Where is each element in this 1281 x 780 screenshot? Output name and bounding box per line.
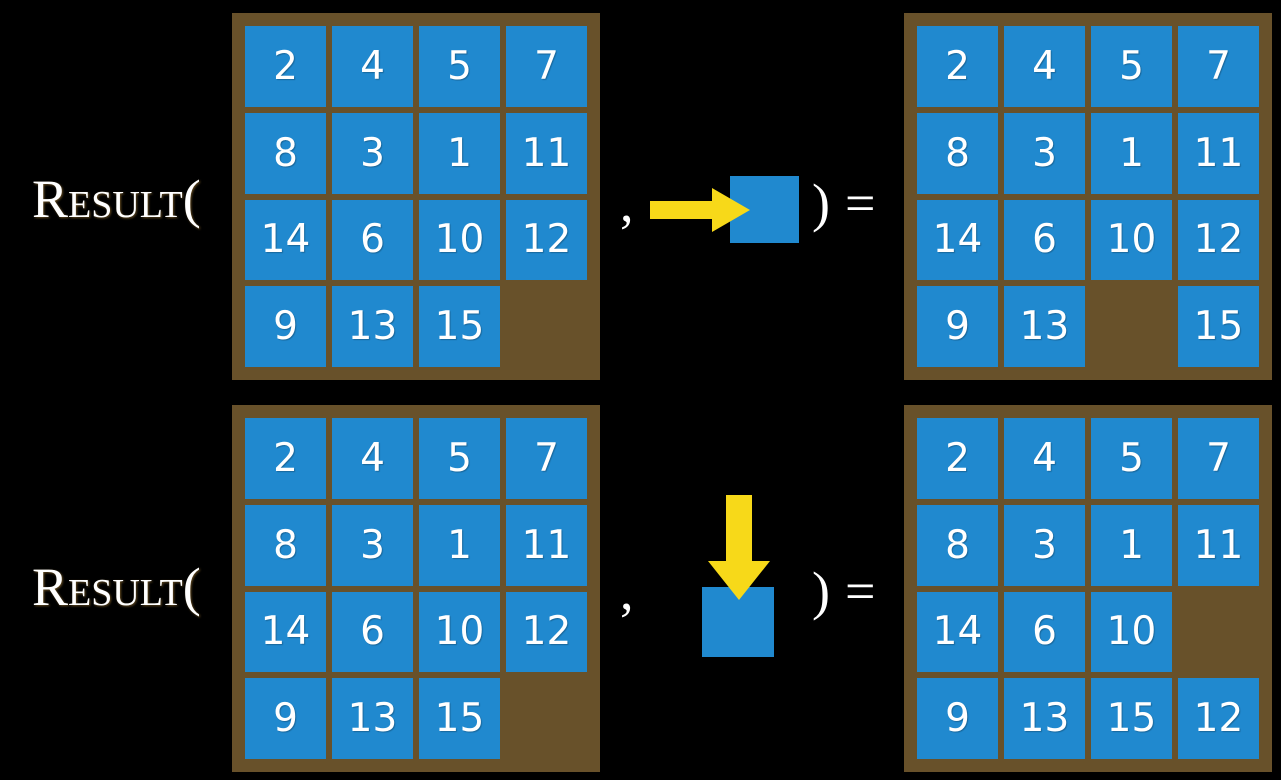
number-tile[interactable]: 13 xyxy=(332,678,413,759)
empty-cell xyxy=(1178,592,1259,673)
number-tile[interactable]: 13 xyxy=(332,286,413,367)
number-tile[interactable]: 14 xyxy=(245,591,326,673)
number-tile[interactable]: 15 xyxy=(1091,678,1172,759)
number-tile[interactable]: 1 xyxy=(419,112,500,194)
number-tile[interactable]: 2 xyxy=(917,418,998,499)
number-tile[interactable]: 3 xyxy=(1004,504,1085,586)
number-tile[interactable]: 10 xyxy=(419,591,500,673)
number-tile[interactable]: 6 xyxy=(332,591,413,673)
number-tile[interactable]: 12 xyxy=(506,199,587,281)
number-tile[interactable]: 15 xyxy=(419,678,500,759)
number-tile[interactable]: 4 xyxy=(1004,26,1085,107)
number-tile[interactable]: 3 xyxy=(332,504,413,586)
close-paren-row2: ) xyxy=(812,561,830,621)
number-tile[interactable]: 9 xyxy=(917,678,998,759)
number-tile[interactable]: 3 xyxy=(1004,112,1085,194)
number-tile[interactable]: 5 xyxy=(419,418,500,499)
number-tile[interactable]: 10 xyxy=(1091,199,1172,281)
number-tile[interactable]: 9 xyxy=(917,286,998,367)
move-illustration-row1 xyxy=(650,160,810,260)
result-function-label-row2: Result( xyxy=(32,557,201,617)
number-tile[interactable]: 15 xyxy=(1178,286,1259,367)
number-tile[interactable]: 4 xyxy=(332,418,413,499)
equals-sign-row2: = xyxy=(845,561,876,621)
number-tile[interactable]: 3 xyxy=(332,112,413,194)
comma-separator-row2: , xyxy=(620,561,634,621)
number-tile[interactable]: 11 xyxy=(1178,112,1259,194)
number-tile[interactable]: 6 xyxy=(332,199,413,281)
number-tile[interactable]: 4 xyxy=(1004,418,1085,499)
number-tile[interactable]: 14 xyxy=(917,199,998,281)
number-tile[interactable]: 9 xyxy=(245,286,326,367)
number-tile[interactable]: 5 xyxy=(1091,418,1172,499)
number-tile[interactable]: 1 xyxy=(419,504,500,586)
number-tile[interactable]: 7 xyxy=(506,418,587,499)
number-tile[interactable]: 12 xyxy=(506,591,587,673)
comma-separator-row1: , xyxy=(620,173,634,233)
number-tile[interactable]: 7 xyxy=(1178,418,1259,499)
number-tile[interactable]: 5 xyxy=(1091,26,1172,107)
result-function-label-row1: Result( xyxy=(32,169,201,229)
arrow-right-icon xyxy=(650,188,750,232)
number-tile[interactable]: 6 xyxy=(1004,199,1085,281)
number-tile[interactable]: 5 xyxy=(419,26,500,107)
number-tile[interactable]: 10 xyxy=(1091,591,1172,673)
number-tile[interactable]: 13 xyxy=(1004,286,1085,367)
number-tile[interactable]: 8 xyxy=(245,504,326,586)
number-tile[interactable]: 13 xyxy=(1004,678,1085,759)
number-tile[interactable]: 8 xyxy=(917,504,998,586)
number-tile[interactable]: 7 xyxy=(1178,26,1259,107)
number-tile[interactable]: 14 xyxy=(917,591,998,673)
number-tile[interactable]: 11 xyxy=(506,112,587,194)
number-tile[interactable]: 7 xyxy=(506,26,587,107)
number-tile[interactable]: 8 xyxy=(917,112,998,194)
number-tile[interactable]: 2 xyxy=(245,418,326,499)
empty-cell xyxy=(1091,286,1172,367)
number-tile[interactable]: 1 xyxy=(1091,504,1172,586)
number-tile[interactable]: 4 xyxy=(332,26,413,107)
number-tile[interactable]: 11 xyxy=(1178,504,1259,586)
number-tile[interactable]: 2 xyxy=(245,26,326,107)
empty-cell xyxy=(506,286,587,367)
number-tile[interactable]: 9 xyxy=(245,678,326,759)
number-tile[interactable]: 2 xyxy=(917,26,998,107)
number-tile[interactable]: 15 xyxy=(419,286,500,367)
number-tile[interactable]: 1 xyxy=(1091,112,1172,194)
number-tile[interactable]: 12 xyxy=(1178,678,1259,759)
number-tile[interactable]: 6 xyxy=(1004,591,1085,673)
move-illustration-row2 xyxy=(690,495,810,670)
number-tile[interactable]: 12 xyxy=(1178,199,1259,281)
empty-cell xyxy=(506,678,587,759)
number-tile[interactable]: 10 xyxy=(419,199,500,281)
number-tile[interactable]: 11 xyxy=(506,504,587,586)
number-tile[interactable]: 8 xyxy=(245,112,326,194)
arrow-down-icon xyxy=(708,495,770,600)
equals-sign-row1: = xyxy=(845,173,876,233)
close-paren-row1: ) xyxy=(812,173,830,233)
number-tile[interactable]: 14 xyxy=(245,199,326,281)
